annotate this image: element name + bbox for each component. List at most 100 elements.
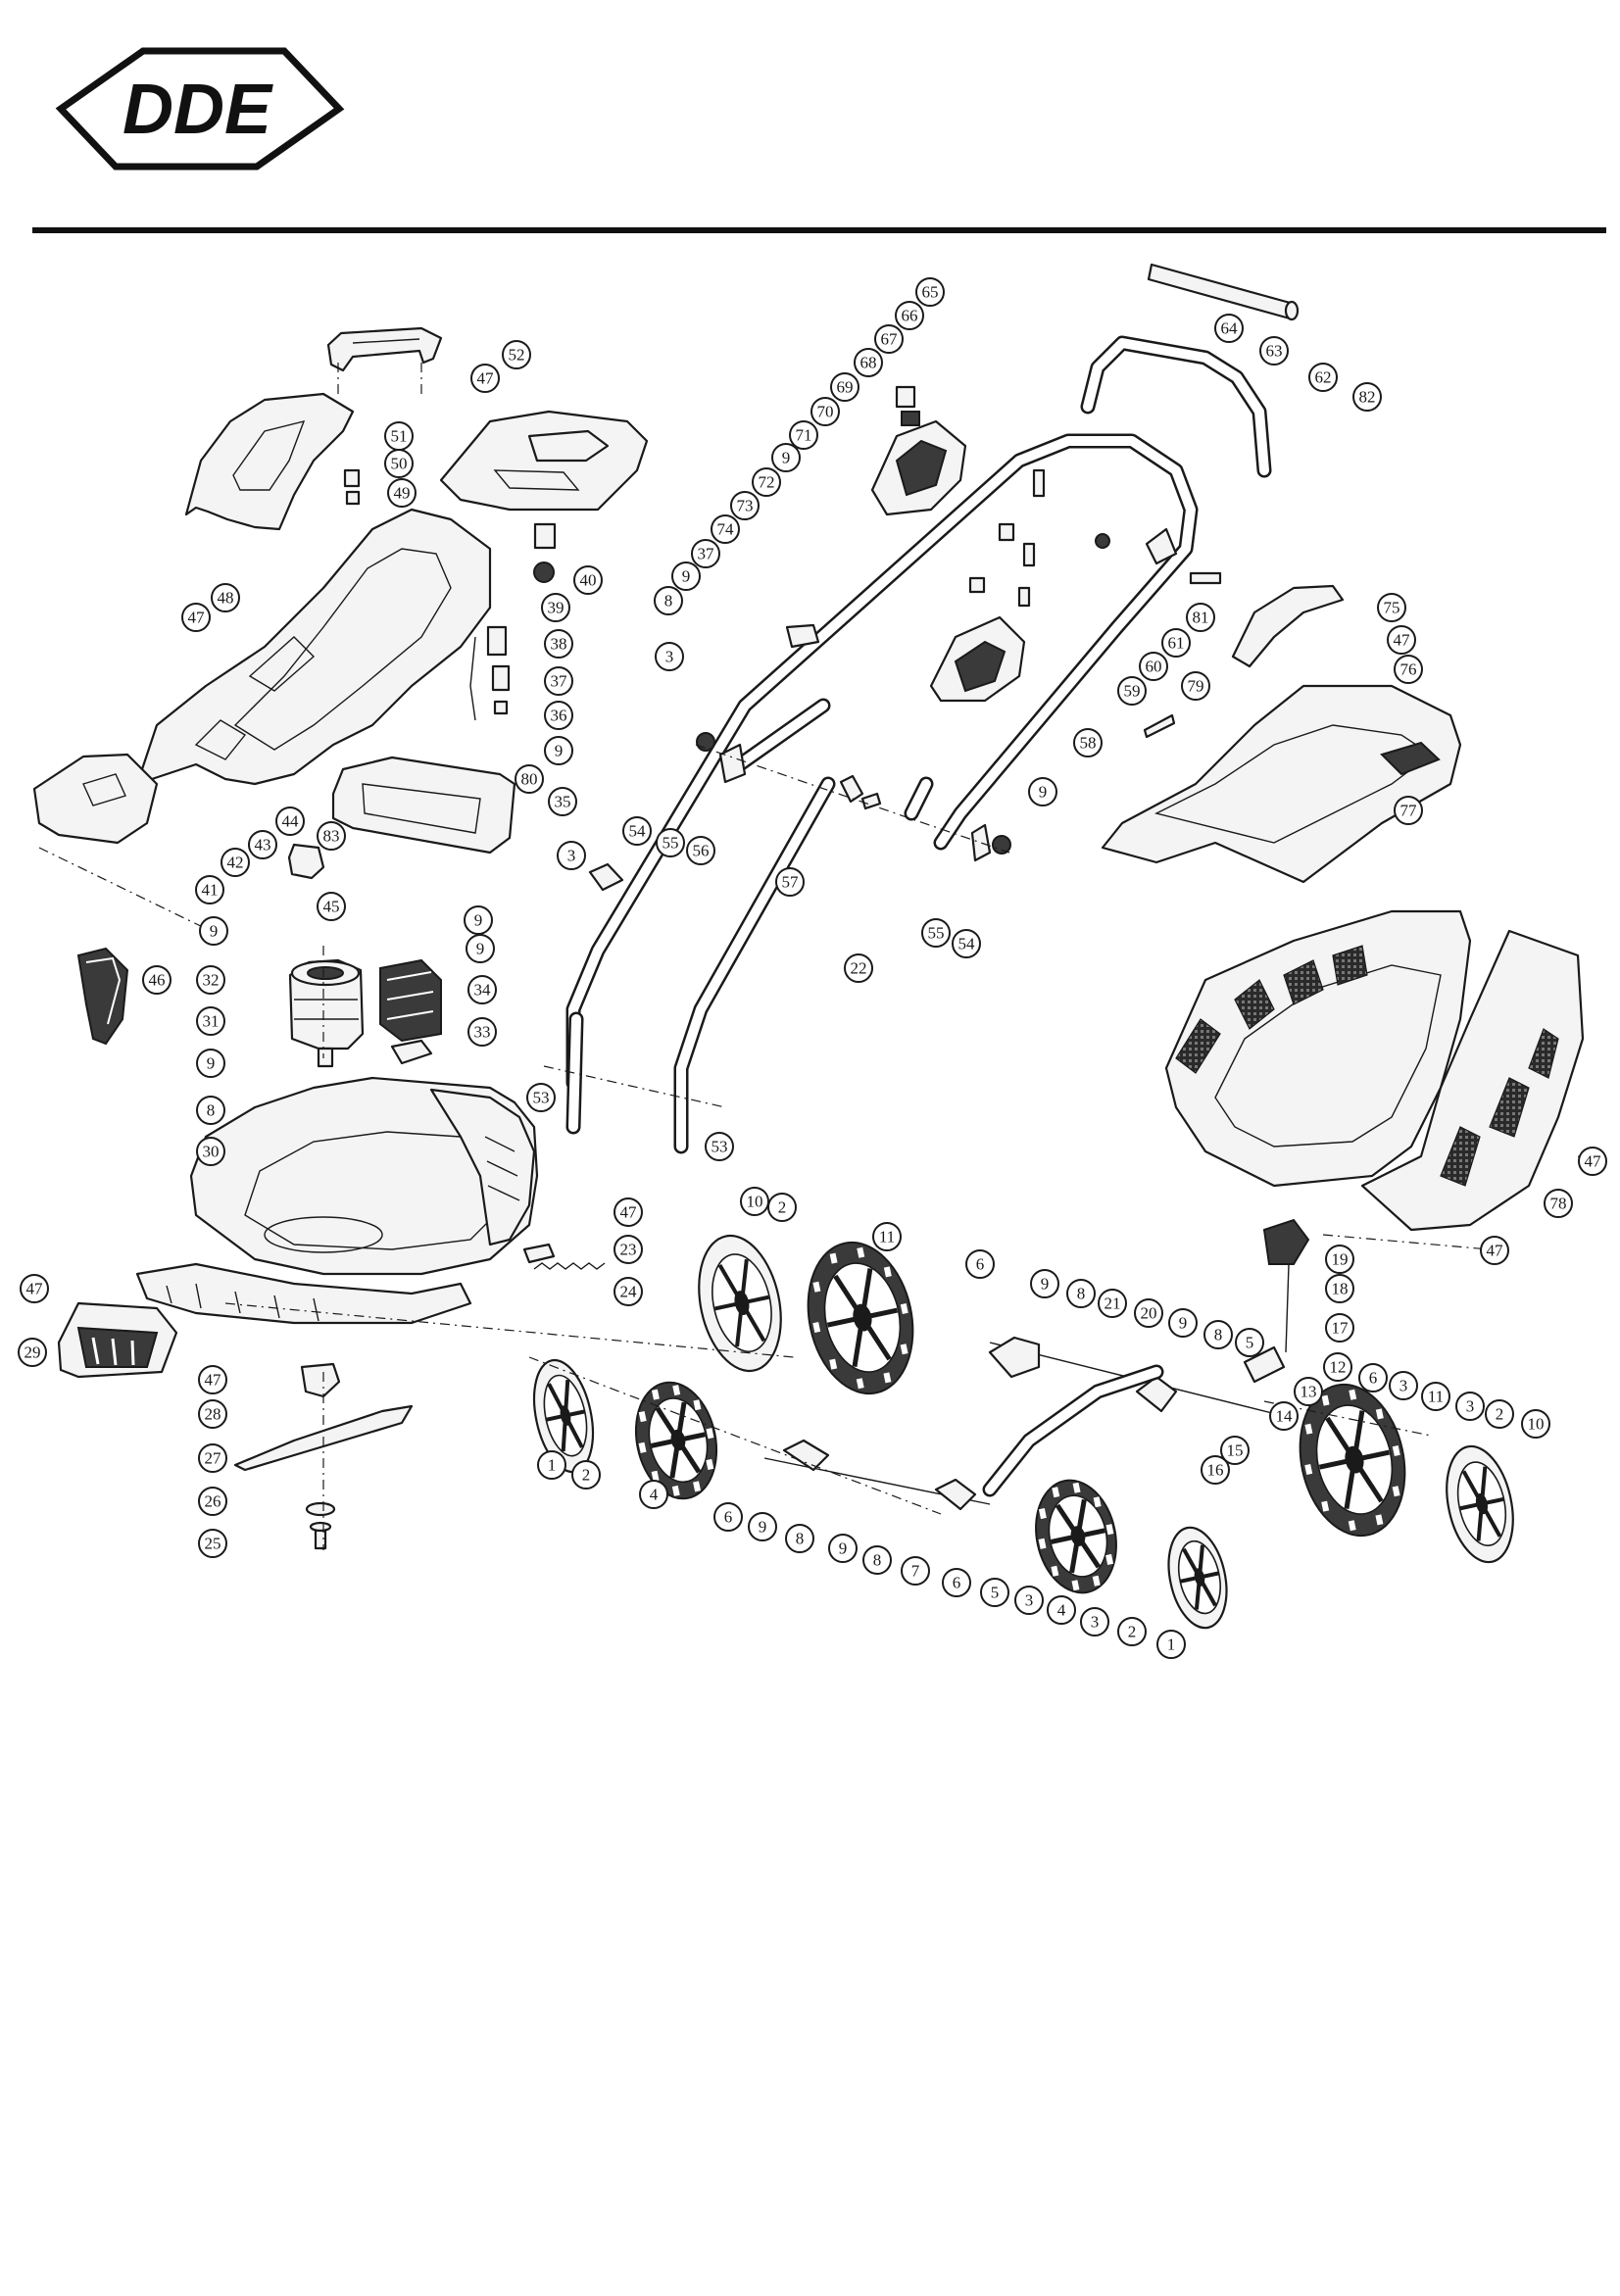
callout-label: 29 [25,1343,41,1362]
callout-c49: 49 [387,478,417,508]
callout-circle [1259,336,1289,366]
callout-circle [614,1197,643,1227]
callout-circle [740,1187,769,1216]
callout-label: 46 [149,971,166,990]
callout-label: 9 [782,449,791,467]
callout-label: 3 [1466,1397,1475,1416]
callout-c4a: 4 [639,1480,668,1509]
callout-circle [771,443,801,472]
callout-circle [317,892,346,921]
callout-label: 59 [1124,682,1141,701]
callout-label: 35 [555,793,571,811]
callout-label: 5 [1246,1334,1254,1352]
callout-c6d: 6 [942,1568,971,1597]
handle-grip-tube [1147,263,1300,321]
callout-label: 17 [1332,1319,1350,1338]
callout-label: 2 [582,1466,591,1485]
callout-label: 1 [1167,1636,1176,1654]
callout-circle [965,1249,995,1279]
callout-c9c: 9 [1028,777,1057,806]
controller-board [379,958,442,1043]
callout-label: 9 [1039,783,1048,802]
callout-circle [952,929,981,958]
switch-box-upper [870,385,967,516]
callout-c9e: 9 [199,916,228,946]
logo-text: DDE [123,71,273,149]
callout-c67: 67 [874,324,904,354]
callout-label: 16 [1207,1461,1224,1480]
callout-c3d: 3 [1455,1392,1485,1421]
callout-c8a: 8 [654,586,683,615]
callout-c53a: 53 [526,1083,556,1112]
callout-circle [1377,593,1406,622]
callout-label: 30 [203,1143,220,1161]
callout-c55b: 55 [921,918,951,948]
callout-circle [1028,777,1057,806]
callout-c9i: 9 [1030,1269,1059,1298]
callout-circle [467,1017,497,1047]
callout-circle [548,787,577,816]
callout-circle [211,583,240,612]
callout-circle [1080,1607,1109,1637]
callout-c25: 25 [198,1529,227,1558]
callout-c6b: 6 [1358,1363,1388,1392]
callout-c14: 14 [1269,1401,1299,1431]
callout-circle [1186,603,1215,632]
callout-c48: 48 [211,583,240,612]
callout-c8d: 8 [1203,1320,1233,1349]
callout-label: 34 [474,981,492,1000]
callout-c73: 73 [730,491,760,520]
callout-label: 68 [860,354,877,372]
callout-label: 9 [207,1054,216,1073]
height-adjust-spring [522,1243,606,1270]
callout-c39: 39 [541,593,570,622]
callout-circle [1073,728,1103,757]
callout-label: 12 [1330,1358,1347,1377]
callout-circle [785,1524,814,1553]
switch-block [390,1039,433,1065]
callout-circle [748,1512,777,1541]
callout-c3b: 3 [557,841,586,870]
callout-circle [573,565,603,595]
battery-tray [331,756,516,855]
callout-label: 8 [207,1101,216,1120]
callout-c37a: 37 [691,539,720,568]
callout-label: 27 [205,1449,222,1468]
callout-c1a: 1 [537,1450,566,1480]
front-cover-hood [184,392,355,531]
callout-c9g: 9 [466,934,495,963]
callout-label: 6 [1369,1369,1378,1388]
callout-label: 72 [759,473,775,492]
callout-c8b: 8 [196,1096,225,1125]
callout-circle [810,397,840,426]
callout-c3a: 3 [655,642,684,671]
callout-label: 74 [717,520,735,539]
callout-c9h: 9 [196,1049,225,1078]
callout-c20: 20 [1134,1298,1163,1328]
callout-circle [198,1487,227,1516]
callout-label: 2 [1496,1405,1504,1424]
callout-label: 8 [1077,1285,1086,1303]
callout-label: 2 [1128,1623,1137,1641]
callout-circle [1235,1328,1264,1357]
callout-c8c: 8 [1066,1279,1096,1308]
callout-circle [1325,1274,1354,1303]
callout-label: 47 [205,1371,222,1390]
callout-c10a: 10 [740,1187,769,1216]
callout-label: 37 [698,545,715,563]
callout-c11b: 11 [1421,1382,1450,1411]
callout-c33: 33 [467,1017,497,1047]
callout-circle [317,821,346,851]
callout-circle [686,836,715,865]
callout-c54a: 54 [622,816,652,846]
callout-label: 55 [663,834,679,853]
callout-c60: 60 [1139,652,1168,681]
callout-label: 62 [1315,368,1332,387]
callout-circle [196,965,225,995]
callout-c9d: 9 [544,736,573,765]
callout-label: 20 [1141,1304,1157,1323]
callout-c3c: 3 [1389,1371,1418,1400]
callout-circle [671,562,701,591]
callout-circle [544,629,573,659]
